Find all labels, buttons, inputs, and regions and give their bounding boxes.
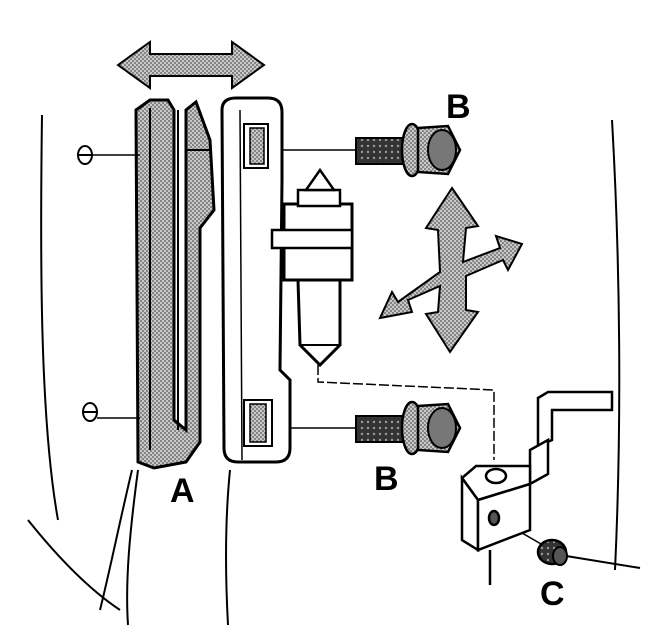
bolt-b-upper: [355, 122, 462, 178]
horizontal-adjustment-arrow: [116, 40, 266, 90]
pillar-bracket: [460, 390, 614, 585]
door-screw-upper: [77, 145, 93, 165]
multi-direction-adjustment-arrow: [378, 186, 524, 354]
bolt-b-lower: [355, 400, 462, 456]
label-b-lower: B: [374, 460, 399, 498]
label-a: A: [170, 472, 195, 510]
striker-pin: [270, 167, 354, 368]
door-panel-outline: [27, 114, 231, 626]
label-b-upper: B: [446, 88, 471, 126]
door-screw-lower: [82, 402, 98, 422]
screw-c: [536, 538, 568, 566]
part-a-shim: [134, 98, 216, 470]
label-c: C: [540, 575, 565, 613]
striker-plate: [220, 96, 292, 464]
door-pillar-outline: [559, 119, 641, 571]
